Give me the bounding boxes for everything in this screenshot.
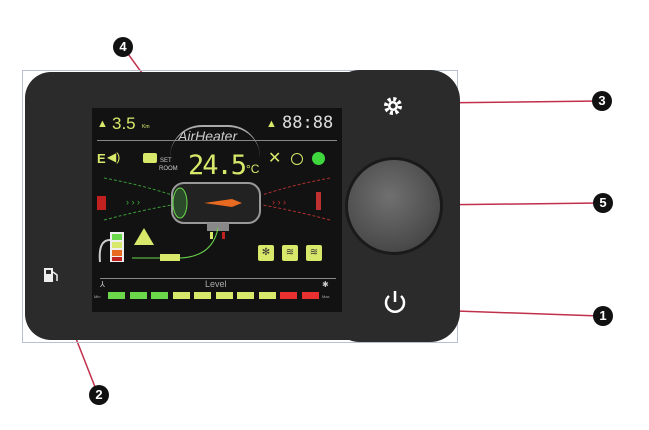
callout-2: 2 (89, 385, 109, 405)
callout-3: 3 (592, 91, 612, 111)
flame-icon (204, 199, 242, 207)
fuel-pump (160, 254, 180, 261)
warning-triangle-icon: ▲ (97, 118, 108, 130)
bell-icon: ▲ (266, 118, 277, 130)
level-label: Level (205, 279, 227, 289)
battery-icon (143, 153, 157, 163)
brand-label: AirHeater (178, 128, 238, 144)
temperature-unit: °C (246, 162, 260, 176)
clock-display: 88:88 (282, 113, 334, 133)
power-button[interactable] (382, 288, 408, 316)
thermometer-icon (316, 192, 321, 210)
heater-fan (172, 187, 188, 219)
power-icon (384, 295, 406, 313)
max-label: Max (322, 294, 330, 299)
inlet-icon (97, 196, 106, 210)
level-segment (215, 292, 233, 299)
room-label: ROOM (159, 166, 178, 172)
control-knob[interactable] (348, 160, 440, 252)
heat-mode-icon: ≋ (282, 245, 298, 261)
settings-gear-icon[interactable] (382, 95, 404, 117)
heater-ports (207, 223, 229, 231)
fan-low-icon: ⅄ (100, 280, 105, 289)
level-segment (129, 292, 147, 299)
level-segment (108, 292, 125, 299)
warning-icon (134, 228, 154, 245)
speaker-icon: ◀) (107, 150, 121, 164)
level-segment (237, 292, 254, 299)
brand-arc (170, 125, 260, 157)
outlet-arrows: › › › (272, 197, 286, 207)
min-label: Min (94, 294, 101, 299)
outlet-airflow (261, 177, 331, 196)
callout-1: 1 (593, 306, 613, 326)
callout-4: 4 (113, 37, 133, 57)
temperature-value: 24.5 (188, 150, 247, 181)
level-divider (100, 278, 336, 279)
callout-5: 5 (593, 193, 613, 213)
inlet-airflow (103, 177, 173, 196)
set-label: SET (160, 158, 172, 164)
inlet-arrows: › › › (126, 197, 140, 207)
fan-high-icon: ✱ (322, 280, 329, 289)
level-segment (258, 292, 276, 299)
ventilation-mode-icon: ≋ (306, 245, 322, 261)
tools-icon: ✕ (268, 150, 282, 167)
status-icon (312, 152, 325, 165)
level-segment (194, 292, 211, 299)
level-segment (280, 292, 297, 299)
level-segment (301, 292, 319, 299)
fan-mode-icon: ✻ (258, 245, 274, 261)
level-segment (151, 292, 168, 299)
distance-unit: Km (142, 124, 150, 130)
level-segment (172, 292, 190, 299)
fuel-pump-button[interactable] (42, 266, 60, 284)
e-label: E (97, 151, 106, 166)
heater-diagram: › › › › › › (97, 177, 331, 263)
timer-icon (291, 153, 303, 165)
fuel-pump-icon (44, 268, 53, 282)
distance-value: 3.5 (112, 114, 136, 133)
divider (97, 140, 337, 141)
